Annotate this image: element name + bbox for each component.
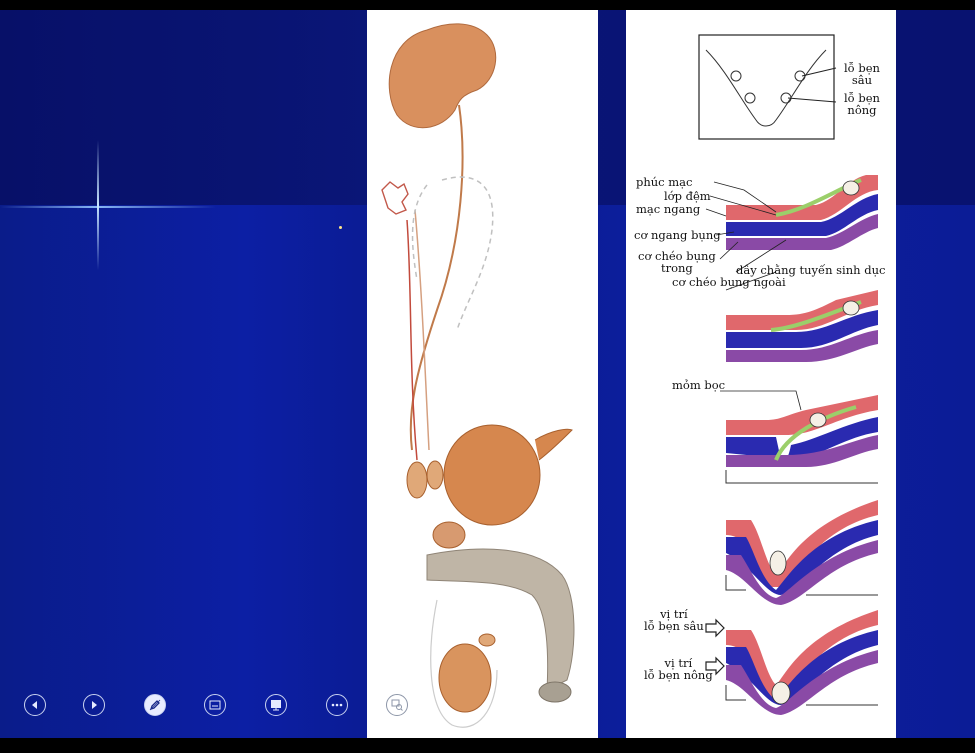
stage-4 — [725, 500, 878, 605]
stage-2 — [726, 290, 878, 362]
display-settings-button[interactable] — [265, 694, 287, 716]
stage-1 — [726, 170, 878, 265]
lens-flare-dot — [339, 226, 342, 229]
label-external-oblique: cơ chéo bụng ngoài — [672, 275, 786, 289]
label-pos-deep-ring: vị trí lỗ bẹn sâu — [644, 607, 704, 633]
label-processus-vaginalis: mỏm bọc — [672, 378, 726, 392]
pen-icon — [149, 699, 161, 711]
label-peritoneum: phúc mạc — [636, 175, 693, 189]
arrow-right-icon — [92, 701, 97, 709]
label-pos-superficial-ring: vị trí lỗ bẹn nông — [644, 656, 713, 682]
label-fat-layer: lớp đệm — [664, 189, 711, 203]
arrow-left-icon — [32, 701, 37, 709]
inguinal-canal-diagram — [698, 34, 878, 715]
more-options-button[interactable] — [326, 694, 348, 716]
label-superficial-ring: lỗ bẹn nông — [844, 91, 880, 117]
inguinal-diagram-panel: lỗ bẹn sâu lỗ bẹn nông phúc mạc lớp đệm … — [626, 10, 896, 738]
anatomy-illustration-panel — [367, 10, 598, 738]
label-internal-oblique: cơ chéo bụng trong — [638, 249, 716, 275]
lens-flare-vertical — [97, 140, 99, 270]
previous-slide-button[interactable] — [24, 694, 46, 716]
slide-canvas: lỗ bẹn sâu lỗ bẹn nông phúc mạc lớp đệm … — [0, 10, 975, 738]
stage-3 — [725, 395, 878, 484]
urogenital-diagram — [381, 23, 575, 728]
label-transversus-muscle: cơ ngang bụng — [634, 228, 721, 242]
label-deep-ring: lỗ bẹn sâu — [844, 61, 880, 87]
grid-icon — [209, 700, 221, 710]
zoom-icon — [391, 699, 403, 711]
pen-tool-button[interactable] — [144, 694, 166, 716]
lens-flare-horizontal — [0, 206, 360, 208]
more-icon — [331, 703, 343, 707]
stage-5 — [725, 610, 878, 715]
zoom-button[interactable] — [386, 694, 408, 716]
monitor-icon — [271, 700, 281, 711]
label-gubernaculum: dây chằng tuyến sinh dục — [736, 263, 886, 277]
label-transversalis-fascia: mạc ngang — [636, 202, 701, 216]
slide-sorter-button[interactable] — [204, 694, 226, 716]
next-slide-button[interactable] — [83, 694, 105, 716]
